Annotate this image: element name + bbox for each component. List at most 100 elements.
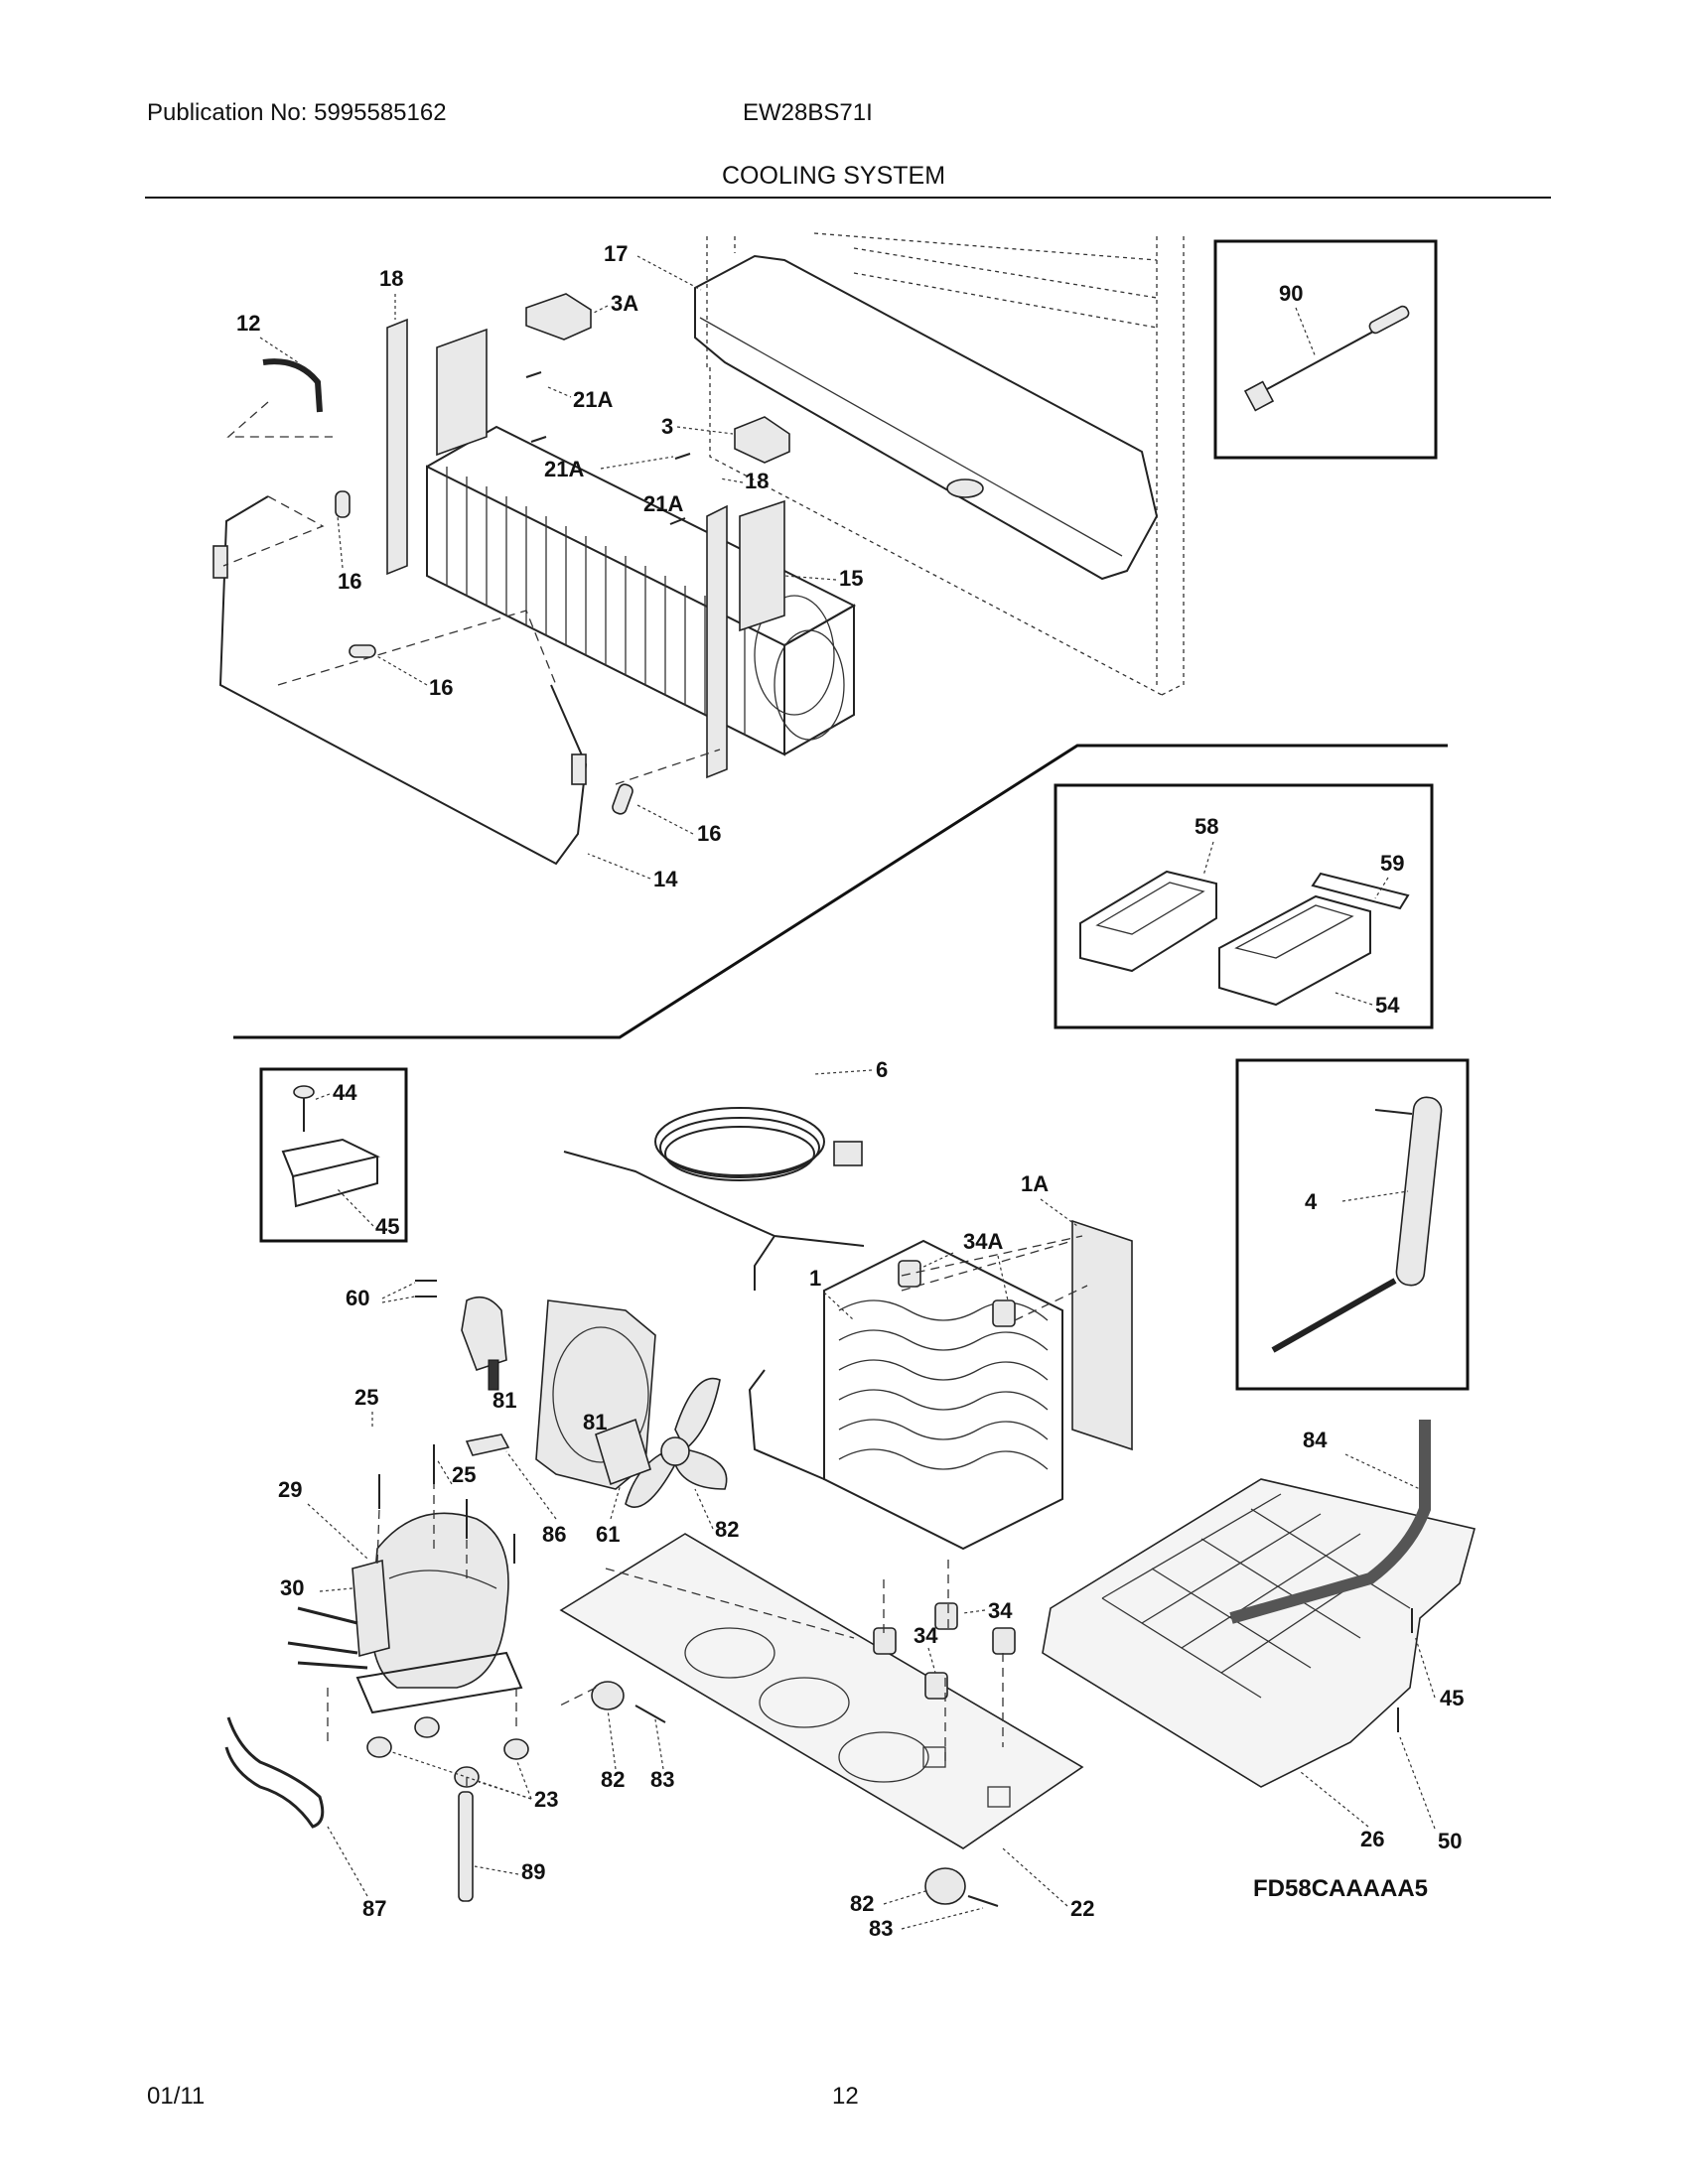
drain-pan-26	[1042, 1478, 1476, 1788]
upper-section-guides	[222, 401, 721, 785]
callout-44: 45	[375, 1214, 399, 1239]
screws-58	[415, 1280, 437, 1297]
callout-25: 25	[354, 1385, 378, 1410]
end-plate-left	[436, 328, 488, 457]
callout-41: 44	[333, 1080, 357, 1105]
heater-terminal-right	[571, 753, 587, 785]
callout-34a: 34A	[963, 1229, 1003, 1254]
inset-bracket	[259, 1067, 408, 1243]
inset-frame	[1213, 239, 1438, 460]
callout-18: 18	[379, 266, 403, 291]
fan-motor-59	[595, 1418, 651, 1486]
thermistor-bulb	[1368, 305, 1410, 335]
callouts: 17 18 3A 12 21A 3 21A 18 21A 16 15 16 16…	[236, 241, 1464, 1941]
callout-16: 16	[429, 675, 453, 700]
callout-29: 29	[278, 1477, 302, 1502]
plug	[833, 1141, 863, 1166]
callout-58: 60	[346, 1286, 369, 1310]
footer-date: 01/11	[147, 2083, 206, 2110]
callout-83: 83	[869, 1916, 893, 1941]
callout-34: 34	[988, 1598, 1013, 1623]
callout-16: 16	[338, 569, 361, 594]
side-bracket-18-right	[706, 504, 728, 779]
callout-21a: 21A	[544, 457, 584, 481]
clip-3a	[525, 293, 592, 341]
callout-84: 84	[1303, 1428, 1328, 1452]
callout-83: 83	[650, 1767, 674, 1792]
callout-6: 6	[876, 1057, 888, 1082]
housing-50	[1218, 894, 1371, 1007]
fan-blade-61	[625, 1377, 728, 1509]
callout-59: 61	[596, 1522, 620, 1547]
clip-3	[734, 416, 790, 464]
callout-81: 81	[583, 1410, 607, 1434]
inset-frame	[1054, 783, 1434, 1029]
base-plate-22	[559, 1533, 1084, 1849]
callout-60: 81	[492, 1388, 516, 1413]
callout-26: 26	[1360, 1827, 1384, 1851]
power-cord-6	[563, 1107, 865, 1291]
callout-86: 86	[542, 1522, 566, 1547]
header-divider	[145, 197, 1551, 199]
callout-23: 23	[534, 1787, 558, 1812]
callout-50a: 58	[1195, 814, 1218, 839]
callout-3: 3	[661, 414, 673, 439]
model-number: EW28BS71I	[743, 99, 873, 126]
insulators-16	[335, 490, 633, 815]
grommets-23	[366, 1716, 529, 1788]
tube-12	[262, 358, 323, 413]
callout-90: 90	[1279, 281, 1303, 306]
condenser-1	[748, 1239, 1063, 1551]
grommets-34a	[898, 1260, 1016, 1327]
callout-12: 12	[236, 311, 260, 336]
clip-86	[465, 1433, 510, 1456]
section-separator	[233, 744, 1448, 1039]
motor-bracket-60	[461, 1296, 507, 1372]
callout-15: 15	[839, 566, 863, 591]
rollers-82-83	[591, 1681, 999, 1907]
callout-45: 50	[1438, 1829, 1462, 1853]
inset-drier-4	[1235, 1058, 1470, 1391]
callout-21a: 21A	[573, 387, 613, 412]
callout-34: 34	[914, 1623, 938, 1648]
callout-82: 82	[601, 1767, 625, 1792]
cover-drain	[946, 478, 984, 498]
callout-54: 59	[1380, 851, 1404, 876]
housing-50a	[1079, 870, 1217, 973]
page-title: COOLING SYSTEM	[722, 162, 946, 190]
callout-22: 22	[1070, 1896, 1094, 1921]
evaporator-fins	[446, 467, 746, 735]
diagram-code: FD58CAAAAA5	[1253, 1875, 1428, 1902]
relay-30	[352, 1559, 390, 1658]
condenser-baffle-1a	[1071, 1219, 1133, 1451]
callout-3a: 3A	[611, 291, 638, 316]
page-number: 12	[832, 2083, 859, 2110]
lower-section-guides	[327, 1235, 1088, 1792]
cover-54	[1311, 872, 1410, 910]
tube-87	[224, 1716, 325, 1829]
evaporator-15	[386, 318, 857, 779]
publication-number: Publication No: 5995585162	[147, 99, 447, 126]
inset-control-housing	[1054, 783, 1434, 1029]
grommets-34	[873, 1602, 1016, 1700]
tube-89	[458, 1791, 474, 1902]
end-plate-right	[739, 499, 785, 632]
relay-leads	[287, 1606, 368, 1670]
callout-87: 87	[362, 1896, 386, 1921]
callout-1a: 1A	[1021, 1171, 1049, 1196]
drain-pan-grid	[1101, 1493, 1411, 1699]
base-plate-cutouts	[684, 1627, 1011, 1808]
callout-25: 25	[452, 1462, 476, 1487]
inset-frame	[1235, 1058, 1470, 1391]
callout-50: 54	[1375, 993, 1400, 1018]
inset-frame	[259, 1067, 408, 1243]
callout-21a: 21A	[643, 491, 683, 516]
callout-4: 4	[1305, 1189, 1318, 1214]
callout-45: 45	[1440, 1686, 1464, 1710]
screws-21a	[525, 371, 691, 525]
drier-body	[1395, 1096, 1443, 1287]
callout-17: 17	[604, 241, 628, 266]
side-bracket-18-left	[386, 318, 408, 576]
callout-61: 82	[715, 1517, 739, 1542]
